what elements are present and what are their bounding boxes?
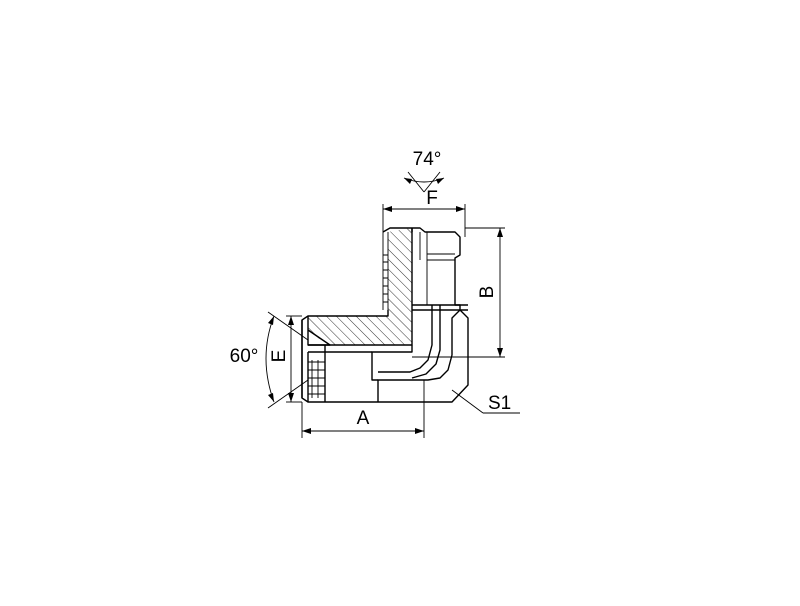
dim-f-label: F bbox=[426, 188, 438, 209]
dim-s1: S1 bbox=[451, 389, 520, 414]
dim-a: A bbox=[301, 380, 425, 438]
dim-f: F bbox=[382, 188, 466, 237]
angle-60: 60° bbox=[230, 311, 309, 409]
angle-74: 74° bbox=[403, 149, 445, 193]
dim-s1-label: S1 bbox=[488, 393, 511, 414]
section-hatch bbox=[308, 228, 412, 345]
dim-e-label: E bbox=[269, 350, 290, 363]
dim-b-label: B bbox=[477, 286, 498, 299]
fitting-body bbox=[301, 227, 469, 403]
dim-e: E bbox=[269, 315, 302, 403]
dim-a-label: A bbox=[357, 408, 370, 429]
angle-74-label: 74° bbox=[413, 149, 442, 170]
dim-b: B bbox=[412, 227, 505, 358]
angle-60-label: 60° bbox=[230, 346, 259, 367]
